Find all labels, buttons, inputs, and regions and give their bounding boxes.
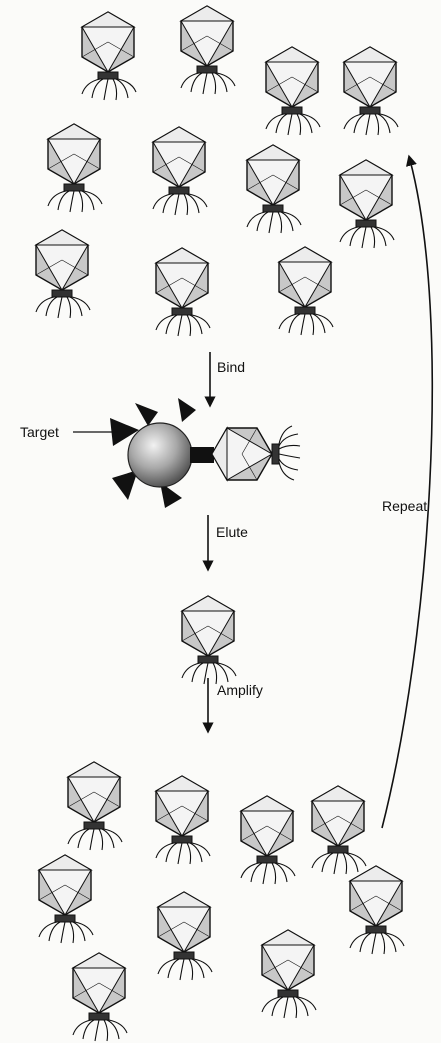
bound-phage-icon (212, 426, 300, 480)
phage-icon (156, 248, 210, 336)
receptor-spike (178, 398, 196, 422)
phage-icon (312, 786, 366, 874)
repeat-arrow (382, 160, 432, 828)
phage-icon (279, 247, 333, 335)
phage-icon (39, 855, 93, 943)
binding-connector (190, 447, 214, 463)
elute-label: Elute (216, 524, 248, 540)
receptor-spike (135, 403, 158, 426)
phage-icon (350, 866, 404, 954)
phage-library-amplified (39, 762, 404, 1041)
eluted-phage-icon (182, 596, 236, 684)
phage-icon (36, 230, 90, 318)
phage-icon (262, 930, 316, 1018)
phage-icon (181, 6, 235, 94)
phage-icon (158, 892, 212, 980)
phage-icon (153, 127, 207, 215)
target-complex (110, 398, 300, 508)
phage-icon (68, 762, 122, 850)
phage-icon (82, 12, 136, 100)
repeat-label: Repeat (382, 498, 427, 514)
phage-icon (340, 160, 394, 248)
phage-icon (241, 796, 295, 884)
phage-library-top (36, 6, 398, 336)
bind-label: Bind (217, 359, 245, 375)
amplify-label: Amplify (217, 682, 263, 698)
phage-icon (48, 124, 102, 212)
phage-icon (344, 47, 398, 135)
phage-icon (156, 776, 210, 864)
phage-icon (73, 953, 127, 1041)
target-sphere-icon (128, 423, 192, 487)
phage-icon (266, 47, 320, 135)
target-label: Target (20, 424, 59, 440)
phage-icon (247, 145, 301, 233)
